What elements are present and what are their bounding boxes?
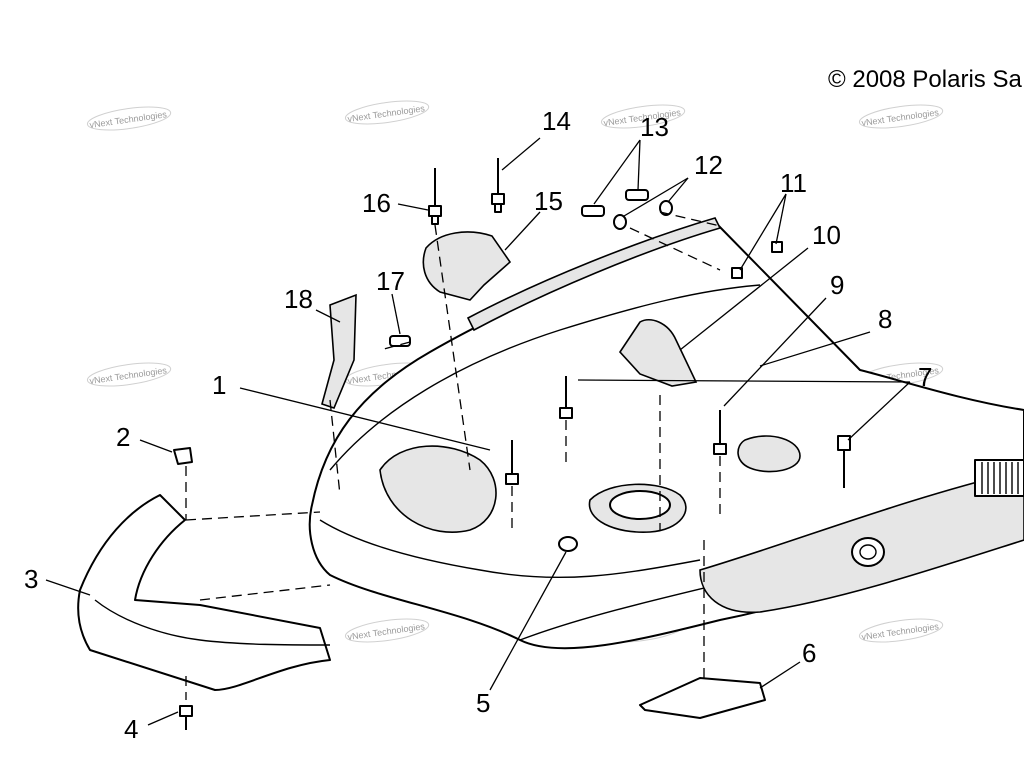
- callout-17: 17: [376, 266, 405, 296]
- front-bumper: [77, 494, 331, 691]
- watermark-logo: vNext Technologies: [344, 100, 430, 125]
- handle-bracket: [618, 318, 698, 387]
- callout-10: 10: [812, 220, 841, 250]
- watermark-logo: vNext Technologies: [858, 104, 944, 129]
- callout-2: 2: [116, 422, 130, 452]
- callout-1: 1: [212, 370, 226, 400]
- watermark-logo: vNext Technologies: [858, 618, 944, 643]
- callout-8: 8: [878, 304, 892, 334]
- svg-text:vNext Technologies: vNext Technologies: [89, 365, 168, 386]
- callout-5: 5: [476, 688, 490, 718]
- windshield-seal: [466, 217, 722, 332]
- svg-text:vNext Technologies: vNext Technologies: [347, 103, 426, 124]
- callout-labels: 1 2 3 4 5 6 7 8 9 10 11 12 13 14 15 16 1…: [24, 106, 932, 744]
- svg-text:vNext Technologies: vNext Technologies: [89, 109, 168, 130]
- watermark-logo: vNext Technologies: [86, 106, 172, 131]
- callout-16: 16: [362, 188, 391, 218]
- watermark-logo: vNext Technologies: [344, 618, 430, 643]
- vent-grille: [974, 459, 1024, 497]
- callout-11: 11: [780, 168, 807, 198]
- svg-text:vNext Technologies: vNext Technologies: [347, 621, 426, 642]
- watermark-logo: vNext Technologies: [86, 362, 172, 387]
- callout-14: 14: [542, 106, 571, 136]
- callout-18: 18: [284, 284, 313, 314]
- copyright-notice: © 2008 Polaris Sa: [828, 66, 1022, 93]
- side-bracket: [321, 293, 357, 409]
- leader-lines: [45, 137, 911, 726]
- fasteners: [173, 158, 851, 730]
- callout-3: 3: [24, 564, 38, 594]
- callout-12: 12: [694, 150, 723, 180]
- callout-15: 15: [534, 186, 563, 216]
- skid-plate: [639, 677, 766, 719]
- assembly-lines: [185, 211, 721, 700]
- callout-4: 4: [124, 714, 138, 744]
- callout-7: 7: [918, 362, 932, 392]
- hood-assembly: [308, 221, 1024, 650]
- svg-text:vNext Technologies: vNext Technologies: [861, 621, 940, 642]
- hood-mount-bracket: [422, 231, 512, 301]
- svg-text:vNext Technologies: vNext Technologies: [861, 107, 940, 128]
- callout-13: 13: [640, 112, 669, 142]
- callout-6: 6: [802, 638, 816, 668]
- callout-9: 9: [830, 270, 844, 300]
